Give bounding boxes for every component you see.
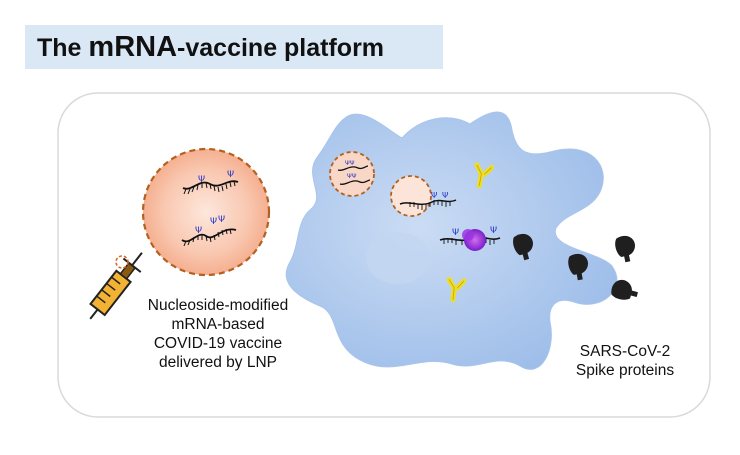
svg-text:Ψ: Ψ xyxy=(218,215,225,225)
svg-text:Ψ: Ψ xyxy=(490,226,497,236)
svg-text:Ψ: Ψ xyxy=(198,175,205,185)
vaccine-label-line: Nucleoside-modified xyxy=(147,297,289,314)
spike-label-line: Spike proteins xyxy=(575,362,675,379)
svg-text:Ψ: Ψ xyxy=(195,226,202,236)
vaccine-label-line: COVID-19 vaccine xyxy=(153,335,283,352)
lnp-particle-icon: Ψ Ψ Ψ Ψ Ψ xyxy=(141,147,271,277)
title-background xyxy=(25,25,443,69)
vaccine-label-line: delivered by LNP xyxy=(158,354,278,371)
svg-text:Ψ: Ψ xyxy=(431,191,437,200)
page-title: The mRNA-vaccine platform xyxy=(37,31,384,64)
vaccine-label: Nucleoside-modified mRNA-based COVID-19 … xyxy=(118,296,318,372)
syringe-droplet xyxy=(115,255,129,269)
svg-text:ΨΨ: ΨΨ xyxy=(347,173,357,180)
spike-label-line: SARS-CoV-2 xyxy=(579,343,671,360)
syringe-icon xyxy=(89,252,143,320)
svg-text:Ψ: Ψ xyxy=(227,170,234,180)
title-emphasis: mRNA xyxy=(88,31,178,63)
ribosome-icon: Ψ Ψ xyxy=(439,226,501,251)
spike-label: SARS-CoV-2 Spike proteins xyxy=(560,342,690,380)
svg-text:Ψ: Ψ xyxy=(452,228,459,238)
svg-text:ΨΨ: ΨΨ xyxy=(345,160,355,167)
vaccine-label-line: mRNA-based xyxy=(171,316,265,333)
title-suffix: -vaccine platform xyxy=(177,34,385,62)
endosome-lnp-2: Ψ Ψ xyxy=(390,175,457,217)
nucleus xyxy=(366,232,430,284)
title-prefix: The xyxy=(37,34,89,62)
endosome-lnp-1: ΨΨ ΨΨ xyxy=(329,151,375,197)
svg-text:Ψ: Ψ xyxy=(442,191,448,200)
svg-text:Ψ: Ψ xyxy=(210,217,217,227)
